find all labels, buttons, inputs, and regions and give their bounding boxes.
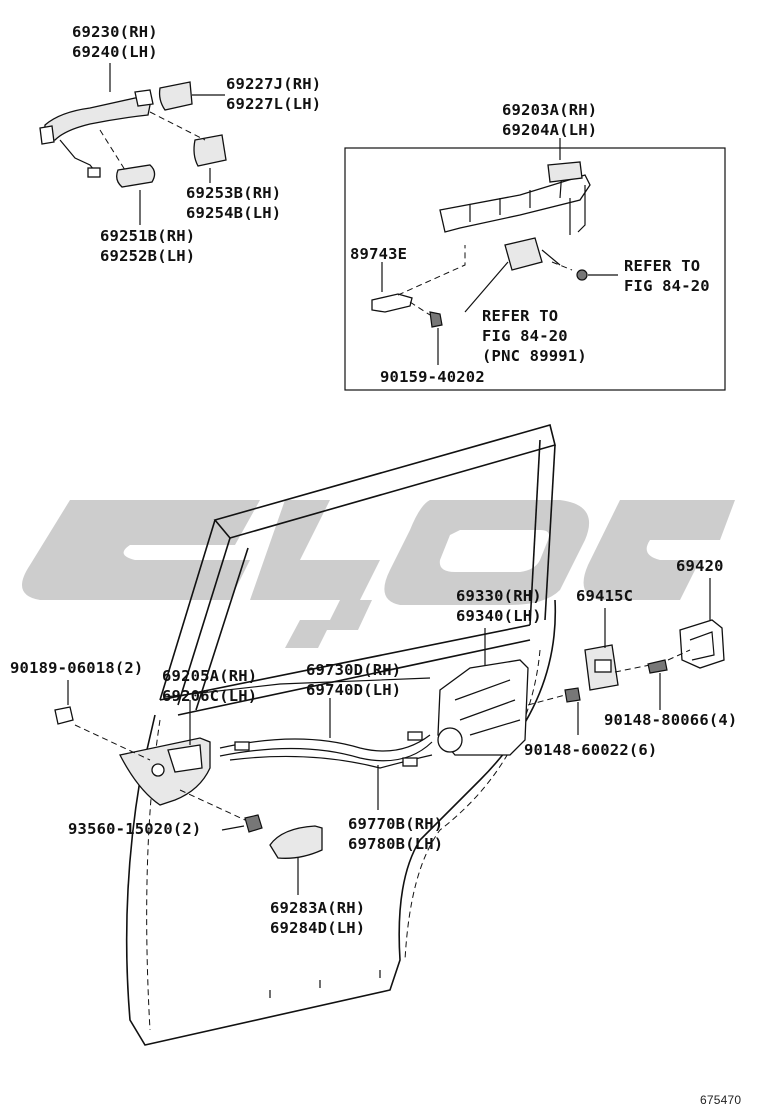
label-69283: 69283A(RH)69284D(LH) (270, 899, 366, 937)
label-69203: 69203A(RH)69204A(LH) (502, 101, 598, 139)
cables (219, 698, 433, 810)
label-69227: 69227J(RH)69227L(LH) (226, 75, 322, 113)
watermark-logo (22, 500, 735, 648)
label-69230: 69230(RH)69240(LH) (72, 23, 158, 61)
handle-leaders (99, 63, 225, 225)
label-69330: 69330(RH)69340(LH) (456, 587, 542, 625)
label-69205: 69205A(RH)69206C(LH) (162, 667, 258, 705)
outside-handle (39, 89, 154, 178)
label-69251: 69251B(RH)69252B(LH) (100, 227, 196, 265)
handle-cover (158, 81, 193, 111)
label-69730: 69730D(RH)69740D(LH) (306, 661, 402, 699)
striker-cover (584, 608, 619, 691)
figure-id: 675470 (700, 1093, 742, 1107)
label-89743: 89743E (350, 245, 408, 263)
label-90189: 90189-06018(2) (10, 659, 144, 677)
label-69770: 69770B(RH)69780B(LH) (348, 815, 444, 853)
outside-handle-cover (269, 825, 323, 895)
label-90148-80066: 90148-80066(4) (604, 711, 738, 729)
door-lock-assembly (437, 628, 581, 756)
label-69253: 69253B(RH)69254B(LH) (186, 184, 282, 222)
label-69415: 69415C (576, 587, 634, 605)
door-outline (125, 424, 557, 1046)
label-93560: 93560-15020(2) (68, 820, 202, 838)
frame-assembly-box (344, 138, 726, 391)
door-striker (614, 578, 725, 710)
handle-pad-front (193, 134, 227, 167)
reference-leaders (164, 677, 431, 698)
label-90148-60022: 90148-60022(6) (524, 741, 658, 759)
inside-handle (54, 680, 263, 833)
label-90159: 90159-40202 (380, 368, 485, 386)
label-69420: 69420 (676, 557, 724, 575)
handle-pad-rear (116, 164, 156, 188)
